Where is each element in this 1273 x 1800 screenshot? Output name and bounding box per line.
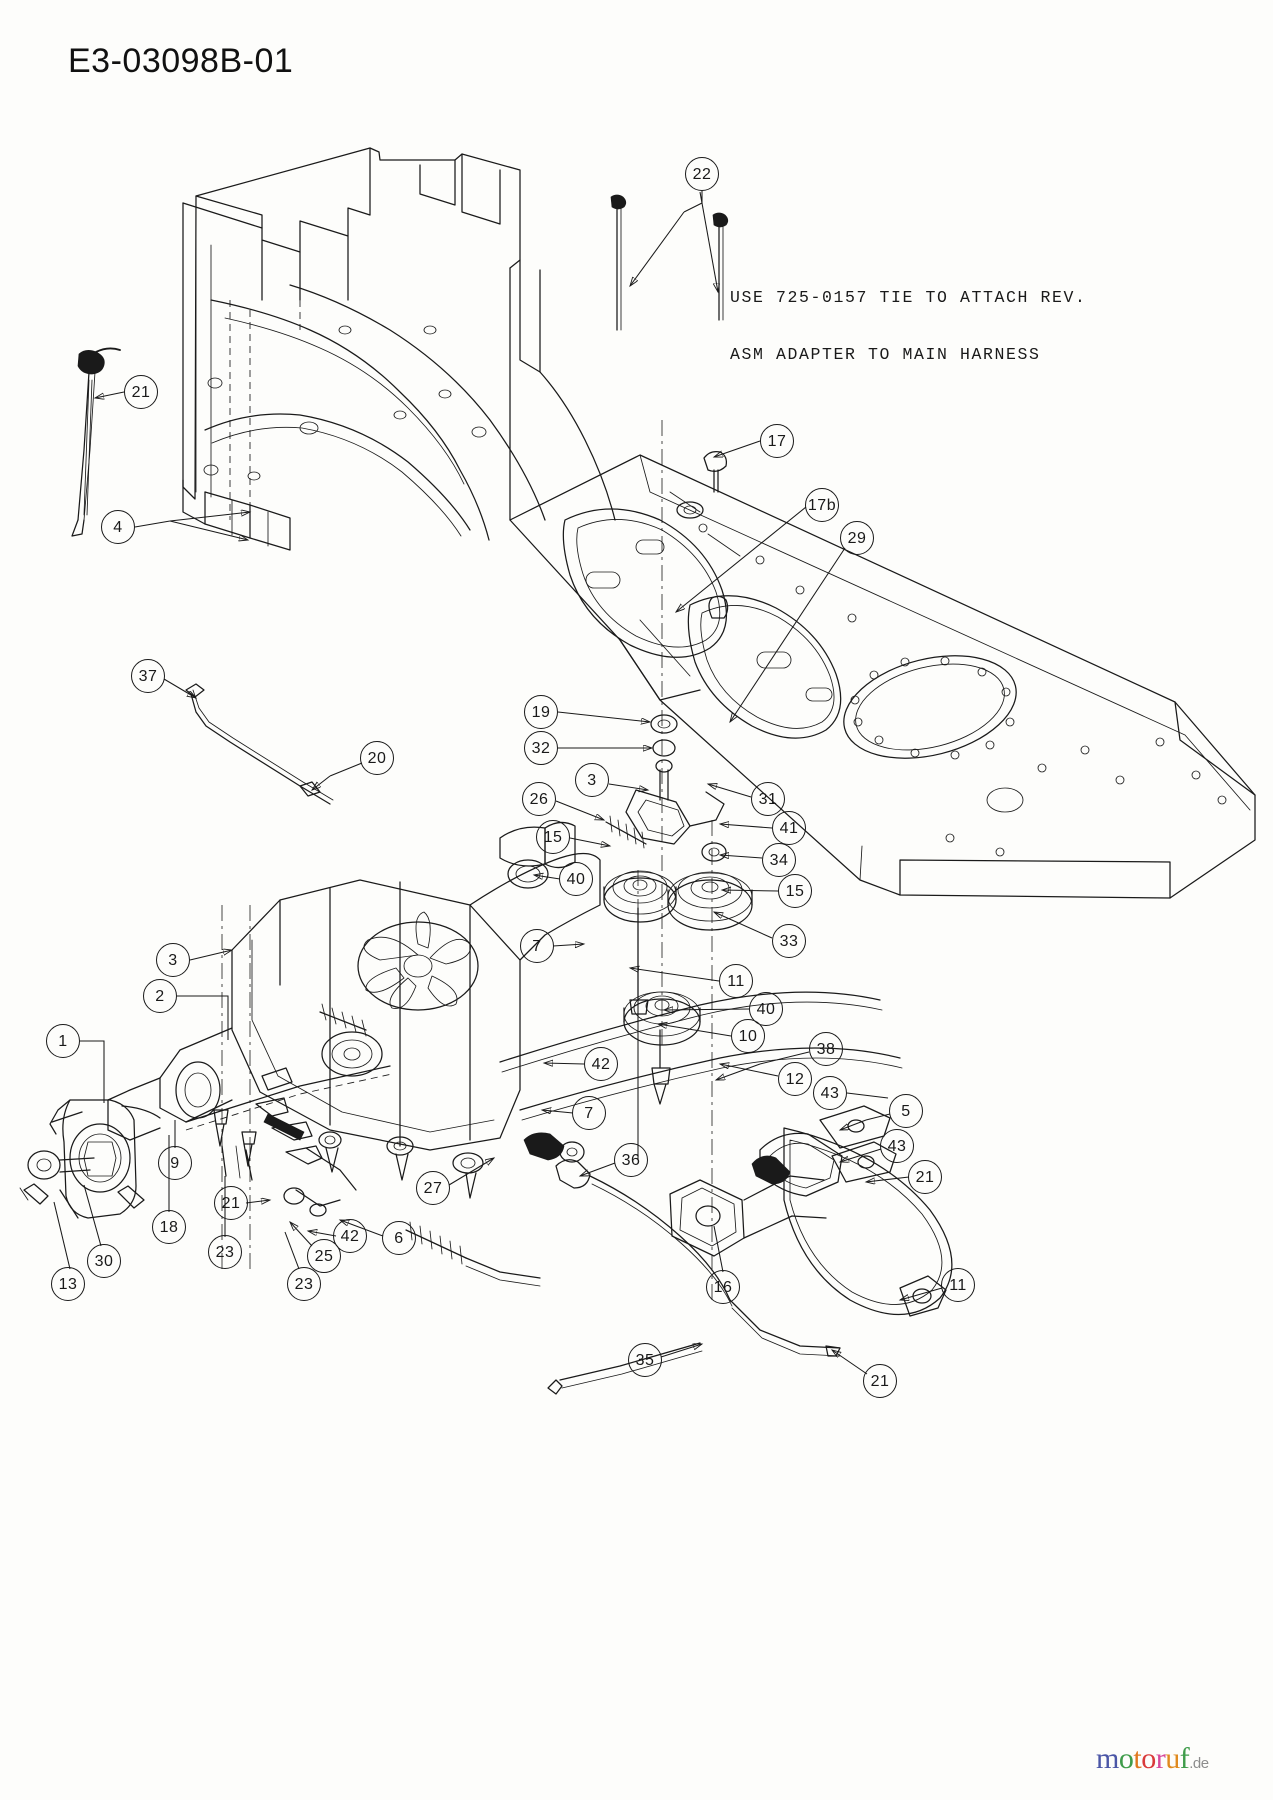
- callout-balloon-12[interactable]: 12: [778, 1062, 812, 1096]
- cable-tie-part: [71, 347, 121, 537]
- callout-balloon-42[interactable]: 42: [333, 1219, 367, 1253]
- callout-balloon-5[interactable]: 5: [889, 1094, 923, 1128]
- callout-balloon-4[interactable]: 4: [101, 510, 135, 544]
- assembly-note-line-1: USE 725-0157 TIE TO ATTACH REV.: [730, 288, 1087, 307]
- callout-balloon-22[interactable]: 22: [685, 157, 719, 191]
- callout-balloon-29[interactable]: 29: [840, 521, 874, 555]
- watermark-letter: o: [1141, 1742, 1156, 1775]
- lower-control-rod: [547, 1159, 841, 1395]
- watermark-letter: u: [1165, 1742, 1180, 1775]
- callout-balloon-18[interactable]: 18: [152, 1210, 186, 1244]
- callout-balloon-36[interactable]: 36: [614, 1143, 648, 1177]
- callout-balloon-3[interactable]: 3: [575, 763, 609, 797]
- callout-balloon-40[interactable]: 40: [559, 862, 593, 896]
- callout-balloon-26[interactable]: 26: [522, 782, 556, 816]
- cooling-fan: [357, 911, 479, 1011]
- callout-balloon-38[interactable]: 38: [809, 1032, 843, 1066]
- callout-balloon-21[interactable]: 21: [214, 1186, 248, 1220]
- watermark-letter: t: [1133, 1742, 1142, 1775]
- callout-balloon-27[interactable]: 27: [416, 1171, 450, 1205]
- callout-balloon-7[interactable]: 7: [572, 1096, 606, 1130]
- extension-spring-26: [605, 815, 647, 849]
- callout-balloon-7[interactable]: 7: [520, 929, 554, 963]
- idler-pulley-center: [623, 991, 701, 1105]
- axle-yoke: [19, 1099, 161, 1219]
- assembly-note: USE 725-0157 TIE TO ATTACH REV. ASM ADAP…: [730, 250, 1087, 402]
- callout-balloon-30[interactable]: 30: [87, 1244, 121, 1278]
- transaxle-assembly: [19, 821, 601, 1270]
- idler-pulley-upper-right: [667, 871, 753, 931]
- callout-balloon-11[interactable]: 11: [941, 1268, 975, 1302]
- callout-balloon-21[interactable]: 21: [124, 375, 158, 409]
- tension-spring-6: [405, 1221, 541, 1287]
- callout-balloon-16[interactable]: 16: [706, 1270, 740, 1304]
- chassis-frame: [182, 147, 616, 551]
- callout-balloon-19[interactable]: 19: [524, 695, 558, 729]
- callout-balloon-41[interactable]: 41: [772, 811, 806, 845]
- callout-balloon-10[interactable]: 10: [731, 1019, 765, 1053]
- callout-balloon-21[interactable]: 21: [863, 1364, 897, 1398]
- watermark-letter: m: [1096, 1742, 1119, 1775]
- callout-balloon-32[interactable]: 32: [524, 731, 558, 765]
- callout-balloon-17[interactable]: 17: [760, 424, 794, 458]
- return-spring: [319, 1003, 367, 1037]
- watermark-letter: f: [1179, 1742, 1190, 1775]
- idler-pulley-upper-left: [603, 870, 677, 1015]
- callout-balloon-23[interactable]: 23: [287, 1267, 321, 1301]
- callout-balloon-3[interactable]: 3: [156, 943, 190, 977]
- callout-balloon-2[interactable]: 2: [143, 979, 177, 1013]
- center-lines: [637, 420, 713, 1300]
- page-title: E3-03098B-01: [68, 42, 294, 80]
- callout-balloon-25[interactable]: 25: [307, 1239, 341, 1273]
- callout-balloon-31[interactable]: 31: [751, 782, 785, 816]
- callout-balloon-43[interactable]: 43: [813, 1076, 847, 1110]
- harness-ties-22: [610, 194, 729, 331]
- callout-balloon-21[interactable]: 21: [908, 1160, 942, 1194]
- frame-rail-deck: [509, 454, 1256, 899]
- callout-balloon-15[interactable]: 15: [778, 874, 812, 908]
- callout-balloon-40[interactable]: 40: [749, 992, 783, 1026]
- motoruf-watermark: motoruf.de: [1096, 1742, 1209, 1776]
- callout-balloon-33[interactable]: 33: [772, 924, 806, 958]
- callout-balloon-17b[interactable]: 17b: [805, 488, 839, 522]
- shift-rod-37: [185, 683, 334, 805]
- watermark-letter: r: [1155, 1742, 1166, 1775]
- watermark-letter: o: [1118, 1742, 1134, 1775]
- callout-balloon-37[interactable]: 37: [131, 659, 165, 693]
- callout-balloon-15[interactable]: 15: [536, 820, 570, 854]
- callout-balloon-35[interactable]: 35: [628, 1343, 662, 1377]
- callout-balloon-11[interactable]: 11: [719, 964, 753, 998]
- callout-balloon-23[interactable]: 23: [208, 1235, 242, 1269]
- callout-balloon-43[interactable]: 43: [880, 1129, 914, 1163]
- callout-balloon-9[interactable]: 9: [158, 1146, 192, 1180]
- assembly-note-line-2: ASM ADAPTER TO MAIN HARNESS: [730, 345, 1041, 364]
- watermark-suffix: .de: [1189, 1755, 1209, 1772]
- callout-balloon-1[interactable]: 1: [46, 1024, 80, 1058]
- callout-balloon-34[interactable]: 34: [762, 843, 796, 877]
- idler-bracket: [605, 451, 729, 862]
- callout-balloon-6[interactable]: 6: [382, 1221, 416, 1255]
- callout-balloon-20[interactable]: 20: [360, 741, 394, 775]
- callout-balloon-13[interactable]: 13: [51, 1267, 85, 1301]
- callout-balloon-42[interactable]: 42: [584, 1047, 618, 1081]
